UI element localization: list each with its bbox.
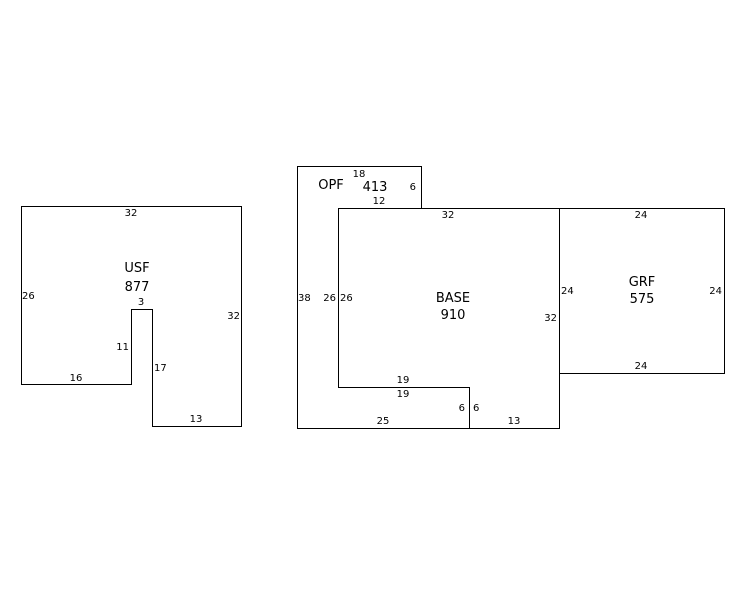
- base-area: 910: [441, 308, 466, 323]
- base-dim-right: 32: [544, 313, 557, 324]
- opf-dim-bottom: 25: [377, 416, 390, 427]
- base-dim-step: 6: [473, 403, 479, 414]
- grf-dim-left: 24: [561, 286, 574, 297]
- opf-dim-small-right: 6: [410, 182, 416, 193]
- grf-dim-bottom: 24: [635, 361, 648, 372]
- usf-dim-notch-right: 17: [154, 363, 167, 374]
- usf-name: USF: [124, 261, 149, 276]
- usf-area: 877: [125, 280, 150, 295]
- usf-dim-left: 26: [22, 291, 35, 302]
- base-dim-left: 26: [340, 293, 353, 304]
- base-dim-bottom: 13: [508, 416, 521, 427]
- usf-dim-notch-top: 3: [138, 297, 144, 308]
- usf-dim-right: 32: [227, 311, 240, 322]
- opf-dim-inner-step: 6: [459, 403, 465, 414]
- grf-dim-top: 24: [635, 210, 648, 221]
- usf-dim-bottom-right: 13: [190, 414, 203, 425]
- opf-name: OPF: [318, 178, 344, 193]
- grf-name: GRF: [629, 275, 656, 290]
- usf-dim-notch-left: 11: [116, 342, 129, 353]
- grf-dim-right: 24: [709, 286, 722, 297]
- base-name: BASE: [436, 291, 470, 306]
- opf-dim-inner-left: 26: [323, 293, 336, 304]
- grf-area: 575: [630, 292, 655, 307]
- opf-area: 413: [363, 180, 388, 195]
- base-dim-top: 32: [442, 210, 455, 221]
- usf-outline: [21, 206, 242, 427]
- usf-dim-top: 32: [125, 208, 138, 219]
- opf-dim-inner-bottom2: 19: [397, 389, 410, 400]
- opf-dim-inner-bottom: 19: [397, 375, 410, 386]
- opf-dim-left: 38: [298, 293, 311, 304]
- opf-dim-small-bottom: 12: [373, 196, 386, 207]
- opf-dim-top: 18: [353, 169, 366, 180]
- usf-dim-bottom-left: 16: [70, 373, 83, 384]
- grf-outline: [559, 208, 725, 374]
